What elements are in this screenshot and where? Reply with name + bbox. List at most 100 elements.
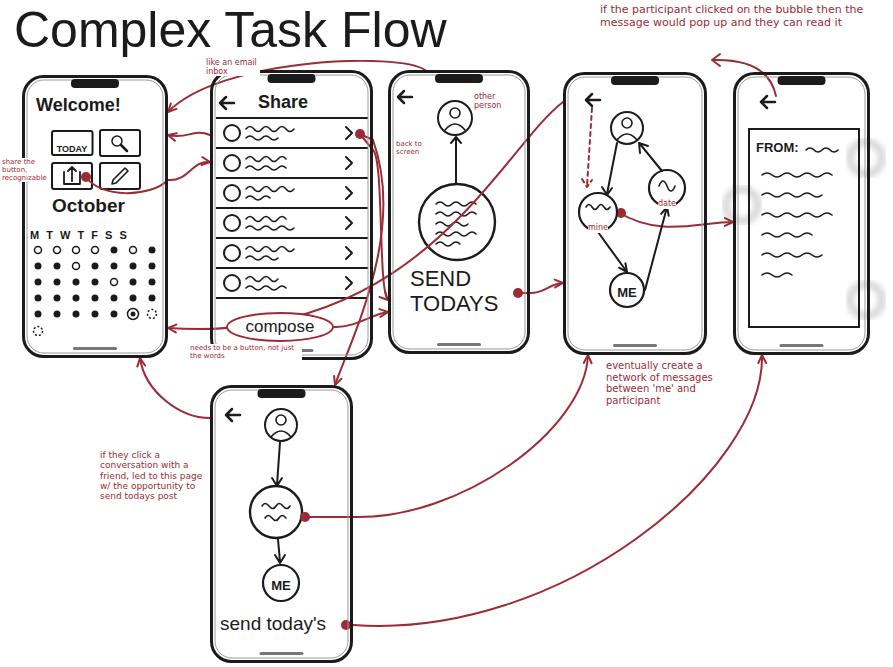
flow-arrow [334, 309, 388, 327]
message-body-scribble [762, 173, 832, 277]
row-divider [216, 118, 368, 298]
calendar-dot [35, 263, 42, 270]
annotation-note: like an email inbox [206, 58, 260, 76]
connector-line [334, 312, 388, 327]
phone-screen: FROM: [733, 72, 870, 355]
calendar-today [131, 312, 136, 317]
share-button [52, 163, 92, 189]
node-text: Share [258, 92, 308, 113]
me-bubble: ME [262, 564, 300, 602]
flow-arrow [334, 140, 383, 385]
diagram-title: Complex Task Flow [14, 2, 447, 60]
tap-dot [513, 288, 523, 298]
home-bar [613, 344, 657, 347]
connector-line [645, 207, 667, 290]
arrow-head [584, 355, 592, 363]
calendar-dot [73, 279, 80, 286]
home-bar [73, 347, 117, 350]
home-bar [260, 652, 304, 655]
calendar-dot [73, 311, 80, 318]
text-slot: mine [578, 216, 618, 234]
person-icon [276, 415, 286, 425]
person-icon [271, 431, 291, 437]
calendar-today [128, 309, 139, 320]
person-icon [617, 134, 637, 140]
bubble-outline [263, 565, 299, 601]
calendar-dot [73, 247, 80, 254]
flow-arrow-art [639, 143, 662, 171]
calendar-dot [130, 295, 137, 302]
blurred-bubble [850, 284, 882, 316]
connector-line [168, 102, 563, 329]
text-slot: Welcome! [36, 95, 156, 116]
phone-frame [735, 74, 869, 354]
flow-arrow [168, 157, 210, 180]
arrow-head [137, 358, 145, 367]
share-icon [64, 167, 80, 184]
home-bar [780, 344, 824, 347]
connector-line [598, 232, 627, 272]
annotation-note: other person [474, 92, 518, 110]
phone-bezel [215, 390, 348, 658]
arrow-head [334, 376, 341, 385]
person-icon [445, 124, 465, 130]
back-arrow [398, 91, 412, 103]
flow-arrow [530, 280, 563, 293]
calendar-dot [149, 247, 156, 254]
arrow-head [202, 157, 210, 165]
phone-bezel [568, 77, 702, 350]
phone-frame [390, 72, 529, 353]
back-arrow [220, 97, 234, 109]
arrow-head [168, 103, 176, 112]
person-icon [611, 112, 643, 144]
arrow-head [555, 280, 563, 288]
calendar-dot [73, 263, 80, 270]
flow-lead [86, 177, 168, 193]
node-text: FROM: [756, 141, 799, 156]
node-text: compose [246, 317, 315, 337]
phone-screen: Welcome!OctoberM T W T F S STODAY [22, 75, 168, 358]
calendar-dot [73, 295, 80, 302]
message-bubble [250, 486, 302, 538]
calendar-dot [92, 279, 99, 286]
person-icon [265, 409, 297, 441]
calendar-dot [54, 263, 61, 270]
dashed-arrow [582, 108, 592, 187]
annotation-note: share the button, recognizable [2, 158, 48, 182]
text-slot: ME [609, 283, 645, 301]
calendar-dot [35, 311, 42, 318]
calendar-dot [34, 327, 43, 336]
phone-frame [565, 74, 706, 354]
text-slot: SEND TODAYS [410, 266, 508, 317]
message-card: FROM: [748, 128, 860, 328]
calendar-dot [92, 263, 99, 270]
search-icon [121, 145, 127, 151]
calendar-dot [130, 263, 137, 270]
flow-arrow [618, 212, 733, 227]
back-arrow [226, 409, 240, 421]
bubble-outline [610, 273, 644, 307]
text-slot: compose [226, 317, 334, 337]
flow-arrow [168, 133, 210, 141]
me-bubble: ME [609, 272, 645, 308]
back-arrow [586, 94, 600, 106]
phone-bezel [215, 75, 368, 355]
calendar-dot [35, 279, 42, 286]
text-slot: other person [474, 92, 518, 113]
pencil-icon [112, 168, 128, 184]
message-bubble [419, 184, 495, 260]
arrow-head [619, 263, 627, 272]
calendar-dot [54, 247, 61, 254]
calendar-dot [111, 247, 118, 254]
node-text: October [52, 195, 125, 217]
sender-scribble [806, 148, 838, 152]
arrow-head [380, 292, 388, 300]
compose-button: compose [226, 312, 334, 342]
phone-notch [435, 74, 483, 83]
rect-outline [748, 128, 860, 328]
circled-mark [227, 313, 333, 341]
phone-bezel [27, 80, 163, 353]
avatar [224, 125, 240, 141]
phone-outline [733, 72, 870, 355]
annotation-note: if they click a conversation with a frie… [100, 450, 206, 502]
